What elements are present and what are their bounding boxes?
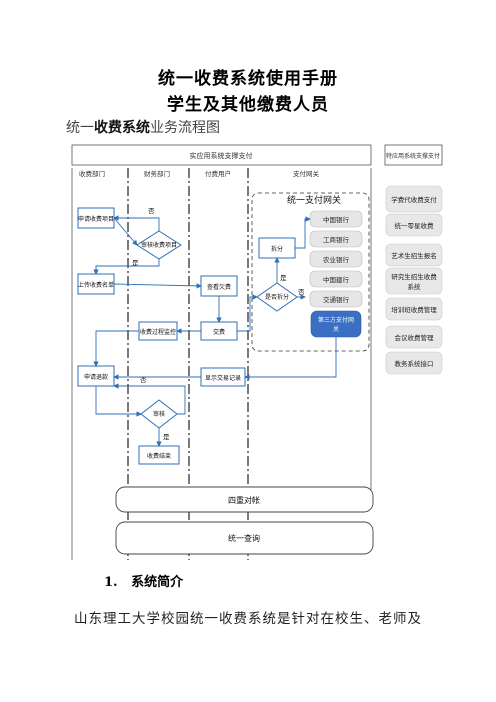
- node-upload-list: 上传收费名单: [78, 281, 114, 289]
- flowchart-caption: 统一收费系统业务流程图: [66, 120, 220, 136]
- side-header-label: 特应用系统支撑支付: [386, 152, 440, 160]
- svg-text:关: 关: [333, 325, 339, 333]
- node-review-item: 审核收费项目: [141, 241, 177, 249]
- node-split: 拆分: [271, 245, 283, 253]
- reconciliation-bar: 四重对帐: [228, 495, 260, 505]
- lane-label: 支付网关: [293, 169, 320, 178]
- unified-query-bar: 统一查询: [228, 533, 260, 543]
- lane-label: 付费用户: [205, 169, 231, 178]
- third-party-gateway: 第三方支付网: [318, 316, 354, 324]
- edge-label-yes: 是: [132, 259, 139, 267]
- lane-label: 财务部门: [144, 169, 170, 178]
- node-process-monitor: 收费过程监控: [140, 328, 176, 336]
- bank-label: 中国建行: [323, 275, 350, 284]
- bank-label: 工商银行: [323, 235, 350, 244]
- lane-label: 收费部门: [79, 169, 105, 178]
- gateway-title: 统一支付网关: [287, 194, 341, 206]
- svg-text:系统: 系统: [408, 282, 422, 291]
- bank-label: 中国银行: [323, 215, 350, 224]
- node-apply-refund: 申请退款: [84, 373, 108, 381]
- bank-label: 交通银行: [323, 295, 350, 304]
- node-need-split: 是否拆分: [265, 293, 289, 301]
- bank-label: 农业银行: [323, 255, 350, 264]
- edge-label-no: 否: [148, 207, 155, 215]
- node-apply-item: 申请收费项目: [78, 215, 114, 223]
- side-item: 研究生招生收费: [391, 272, 437, 281]
- side-item: 教务系统接口: [395, 359, 434, 368]
- top-bar-label: 实应用系统支撑支付: [190, 151, 253, 160]
- node-review: 审核: [153, 410, 165, 418]
- edge-label-yes: 是: [280, 274, 287, 282]
- side-item: 学费代收费支付: [391, 195, 437, 204]
- side-item: 艺术生招生报名: [391, 251, 437, 260]
- node-pay: 交费: [213, 328, 225, 336]
- side-item: 会议收费管理: [395, 333, 435, 342]
- node-refund-done: 收费结束: [147, 452, 171, 460]
- edge-label-no: 否: [298, 288, 305, 296]
- side-item: 培训班收费管理: [391, 305, 437, 314]
- node-view-fee: 查看欠费: [207, 283, 231, 291]
- section-heading: 1. 系统简介: [104, 575, 184, 590]
- edge-label-no: 否: [140, 376, 147, 384]
- intro-paragraph: 山东理工大学校园统一收费系统是针对在校生、老师及: [74, 611, 422, 627]
- document-subtitle: 学生及其他缴费人员: [167, 95, 329, 115]
- document-title: 统一收费系统使用手册: [158, 69, 338, 89]
- edge-label-yes: 是: [163, 433, 170, 441]
- node-show-record: 显示交易记录: [205, 374, 241, 382]
- side-item: 统一零星收费: [395, 221, 435, 230]
